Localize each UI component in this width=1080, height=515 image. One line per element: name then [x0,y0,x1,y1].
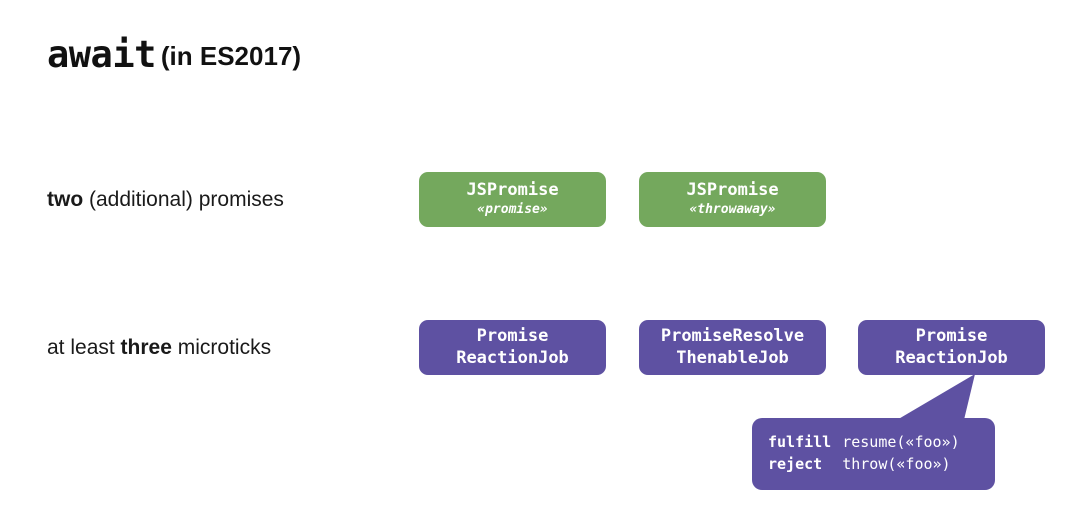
callout-row: reject throw(«foo») [768,454,960,476]
node-promise-reaction-job-1[interactable]: Promise ReactionJob [419,320,606,375]
node-jspromise-promise-subtitle: «promise» [477,201,548,217]
node-promise-reaction-job-2[interactable]: Promise ReactionJob [858,320,1045,375]
callout-row: fulfill resume(«foo») [768,432,960,454]
row-label-microticks-bold: three [120,336,172,359]
node-jspromise-throwaway-title: JSPromise [686,180,779,201]
node-promise-resolve-thenable-job-line1: PromiseResolve [660,325,805,346]
title-keyword: await [47,33,156,76]
node-jspromise-promise[interactable]: JSPromise «promise» [419,172,606,227]
callout-bubble: fulfill resume(«foo») reject throw(«foo»… [752,418,995,490]
node-jspromise-throwaway-subtitle: «throwaway» [689,201,776,217]
node-promise-reaction-job-1-line1: Promise [476,325,549,346]
page-title: await(in ES2017) [47,36,301,73]
title-suffix: (in ES2017) [160,41,302,71]
node-promise-resolve-thenable-job[interactable]: PromiseResolve ThenableJob [639,320,826,375]
callout-table: fulfill resume(«foo») reject throw(«foo»… [768,432,960,476]
node-promise-resolve-thenable-job-line2: ThenableJob [676,347,789,368]
callout-pointer-icon [890,374,975,424]
callout-key-reject: reject [768,455,823,473]
callout-key-fulfill: fulfill [768,433,832,452]
node-promise-reaction-job-1-line2: ReactionJob [456,347,569,368]
row-label-promises-bold: two [47,188,84,211]
node-promise-reaction-job-2-line1: Promise [915,325,988,346]
row-label-promises-rest: (additional) promises [83,188,284,211]
row-label-microticks-pre: at least [47,336,121,359]
node-jspromise-throwaway[interactable]: JSPromise «throwaway» [639,172,826,227]
callout-value-reject: throw(«foo») [842,455,951,473]
row-label-microticks: at least three microticks [47,337,271,358]
callout-value-fulfill: resume(«foo») [842,433,960,452]
node-promise-reaction-job-2-line2: ReactionJob [895,347,1008,368]
row-label-promises: two (additional) promises [47,189,284,210]
node-jspromise-promise-title: JSPromise [466,180,559,201]
row-label-microticks-post: microticks [171,336,272,359]
